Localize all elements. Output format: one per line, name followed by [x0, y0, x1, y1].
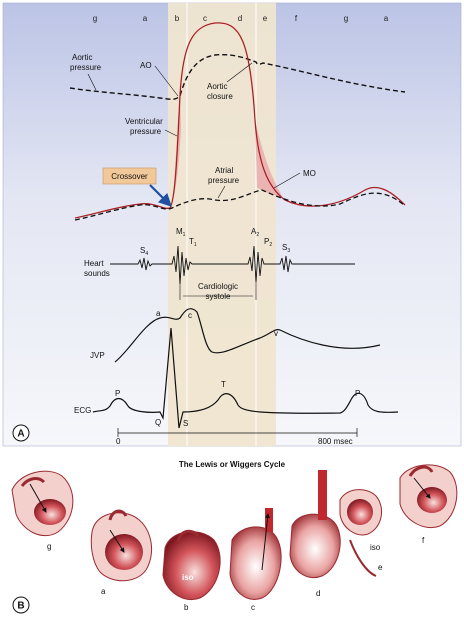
heart-phase-label: a: [101, 587, 106, 596]
atrium-wall: [108, 509, 128, 521]
leader-line: [87, 73, 97, 91]
jvp-v-wave-label: v: [274, 329, 278, 338]
panel-b-title: The Lewis or Wiggers Cycle: [179, 460, 286, 469]
a2-label: A2: [251, 227, 259, 238]
timeline-end-label: 800 msec: [318, 437, 353, 446]
heart-phase-label: e: [378, 563, 383, 572]
t1-label: T1: [189, 237, 197, 248]
heart-phase-label: b: [184, 603, 189, 612]
leader-line: [217, 185, 226, 199]
heart-phase-label: c: [251, 603, 255, 612]
crossover-label: Crossover: [111, 172, 148, 181]
phase-label: a: [384, 14, 389, 23]
atrial-pressure-label: Atrial: [215, 166, 233, 175]
p2-label: P2: [264, 237, 272, 248]
heart-phase-label: d: [316, 589, 320, 598]
flow-arrow: [261, 513, 271, 571]
phonocardiogram-trace: [110, 245, 355, 285]
heart-phase-g: g: [11, 470, 74, 551]
flow-arrow: [29, 483, 47, 513]
atrium-wall: [20, 477, 46, 487]
s3-label: S3: [282, 243, 290, 254]
heart-phase-label: f: [422, 536, 425, 545]
jvp-c-wave-label: c: [188, 311, 192, 320]
phase-label: b: [175, 14, 180, 23]
ecg-trace: [92, 327, 399, 429]
heart-outline: [162, 531, 221, 600]
panel-a-badge: [12, 424, 30, 442]
ventricle-chamber: [347, 499, 373, 525]
m1-label: M1: [176, 227, 186, 238]
ventricle-chamber: [34, 499, 66, 525]
aortic-closure-label: Aortic: [207, 82, 227, 91]
heart-outline: [289, 513, 341, 578]
ecg-p-wave-label: P: [355, 389, 360, 398]
phase-label: a: [143, 14, 148, 23]
panel-b-badge-label: B: [17, 601, 24, 612]
s4-label: S4: [140, 246, 148, 257]
ao-label: AO: [140, 61, 152, 70]
phase-label: f: [295, 14, 298, 23]
filling-gradient-fill: [255, 120, 282, 197]
heart-phase-f: f: [399, 464, 458, 545]
isovolumic-label: iso: [370, 543, 381, 552]
aortic-pressure-label: pressure: [70, 63, 102, 72]
ventricular-pressure-outline: [74, 22, 406, 219]
flow-arrow: [413, 477, 431, 499]
atrial-pressure-curve: [74, 189, 406, 221]
ventricle-wall: [349, 539, 377, 577]
heart-phase-label: g: [47, 542, 51, 551]
timeline-start-label: 0: [116, 437, 121, 446]
ecg-t-wave-label: T: [221, 380, 226, 389]
phase-label: e: [263, 14, 268, 23]
ventricular-pressure-label: Ventricular: [125, 117, 163, 126]
heart-sounds-label: sounds: [84, 269, 110, 278]
ecg-q-label: Q: [155, 418, 161, 427]
ecg-p-wave-label: P: [115, 389, 120, 398]
heart-phase-a: a: [90, 509, 153, 596]
ventricular-pressure-label: pressure: [130, 127, 162, 136]
aortic-outflow: [265, 508, 273, 532]
ecg-s-label: S: [183, 419, 188, 428]
aortic-outflow: [318, 470, 327, 520]
crossover-arrow: [149, 184, 172, 207]
heart-outline: [229, 526, 282, 600]
atrial-pressure-label: pressure: [208, 176, 240, 185]
cardiologic-systole-label: systole: [206, 292, 231, 301]
heart-phase-d: d: [289, 470, 341, 598]
heart-sounds-label: Heart: [84, 259, 104, 268]
ventricle-chamber: [417, 487, 447, 513]
phase-label: d: [238, 14, 242, 23]
cardiologic-systole-label: Cardiologic: [198, 282, 238, 291]
aortic-pressure-label: Aortic: [72, 53, 92, 62]
atrium-wall: [176, 529, 200, 543]
leader-line: [226, 62, 253, 83]
leader-line: [164, 129, 178, 137]
ecg-label: ECG: [74, 406, 91, 415]
atrium-wall: [408, 465, 434, 477]
crossover-box: [102, 167, 157, 185]
panel-a-badge-label: A: [17, 429, 24, 440]
jvp-trace: [114, 308, 381, 363]
mo-label: MO: [303, 169, 316, 178]
phase-label: c: [203, 14, 207, 23]
heart-phase-c: c: [229, 508, 282, 612]
systole-band: [168, 3, 276, 446]
leader-line: [273, 172, 301, 189]
flow-arrow: [109, 529, 125, 553]
jvp-label: JVP: [90, 351, 105, 360]
isovolumic-label: iso: [182, 573, 194, 582]
phase-label: g: [93, 14, 97, 23]
aortic-pressure-curve: [69, 53, 406, 100]
leader-line: [154, 65, 179, 97]
phase-label: g: [344, 14, 348, 23]
panel-b-badge: [12, 596, 30, 614]
aortic-closure-label: closure: [207, 92, 233, 101]
jvp-a-wave-label: a: [156, 309, 161, 318]
heart-phase-b: iso b: [162, 529, 221, 612]
heart-phase-e: iso e: [339, 489, 383, 577]
